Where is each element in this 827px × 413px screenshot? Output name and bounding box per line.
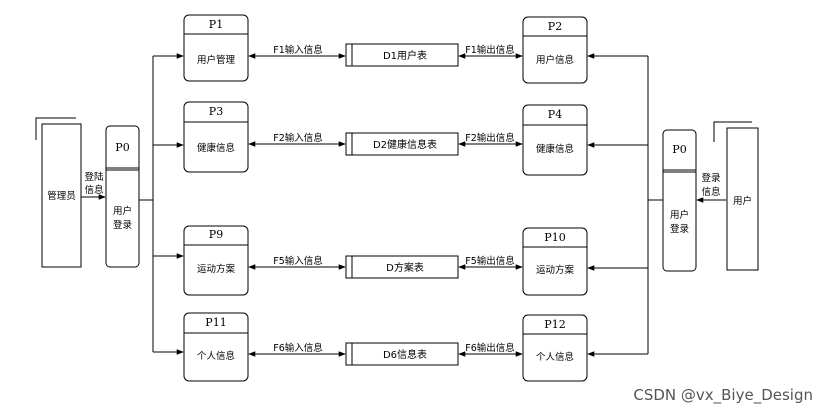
process-p10-id: P10 xyxy=(544,231,565,244)
flow-login-left-line2: 信息 xyxy=(84,184,103,196)
right-bus xyxy=(587,53,663,357)
process-p12: P12 个人信息 xyxy=(522,314,588,382)
process-p12-name: 个人信息 xyxy=(536,351,574,363)
flow-f6-out-label: F6输出信息 xyxy=(465,342,515,354)
store-d1: D1用户表 xyxy=(345,43,459,67)
process-p0-left-name-line2: 登录 xyxy=(113,220,133,231)
entity-user: 用户 xyxy=(713,121,759,271)
process-p10: P10 运动方案 xyxy=(522,227,588,296)
process-p11-id: P11 xyxy=(205,316,226,329)
process-p0-right-name-line2: 登录 xyxy=(670,224,690,235)
flow-login-left-line1: 登陆 xyxy=(84,171,104,183)
process-p0-right-id: P0 xyxy=(672,143,686,156)
process-p2: P2 用户信息 xyxy=(522,16,588,84)
process-p3-id: P3 xyxy=(209,105,223,118)
store-d2: D2健康信息表 xyxy=(345,132,459,156)
process-p4-id: P4 xyxy=(548,108,562,121)
process-p9: P9 运动方案 xyxy=(183,225,249,296)
process-p0-left-id: P0 xyxy=(115,141,129,154)
process-p2-name: 用户信息 xyxy=(536,54,574,66)
process-p12-id: P12 xyxy=(544,318,565,331)
flow-login-right-line1: 登录 xyxy=(701,173,721,184)
entity-admin-label: 管理员 xyxy=(47,190,76,202)
flow-f1-out-label: F1输出信息 xyxy=(465,44,515,56)
process-p4-name: 健康信息 xyxy=(536,143,574,155)
watermark: CSDN @vx_Biye_Design xyxy=(633,386,813,405)
process-p9-name: 运动方案 xyxy=(197,263,236,275)
store-d6-label: D6信息表 xyxy=(383,348,427,361)
store-d2-label: D2健康信息表 xyxy=(373,138,437,151)
flow-login-right-line2: 信息 xyxy=(701,186,720,198)
process-p0-left-name-line1: 用户 xyxy=(113,205,132,217)
process-p9-id: P9 xyxy=(209,228,223,241)
left-bus xyxy=(139,53,184,355)
process-p1: P1 用户管理 xyxy=(183,14,249,82)
flow-f5-out-label: F5输出信息 xyxy=(465,255,515,267)
process-p0-left: P0 用户 登录 xyxy=(105,125,140,268)
flow-f2-out-label: F2输出信息 xyxy=(465,132,515,144)
process-p1-id: P1 xyxy=(209,18,223,31)
process-p3: P3 健康信息 xyxy=(183,101,249,173)
process-p3-name: 健康信息 xyxy=(197,142,235,154)
flow-f2-in-label: F2输入信息 xyxy=(273,132,323,144)
flow-f1-in-label: F1输入信息 xyxy=(273,44,323,56)
process-p10-name: 运动方案 xyxy=(536,264,575,276)
store-d6: D6信息表 xyxy=(345,342,459,366)
process-p0-right-name-line1: 用户 xyxy=(670,209,689,221)
store-d5: D方案表 xyxy=(345,255,459,279)
flow-f6-in-label: F6输入信息 xyxy=(273,342,323,354)
process-p11-name: 个人信息 xyxy=(197,350,235,362)
flow-f5-in-label: F5输入信息 xyxy=(273,255,323,267)
entity-admin: 管理员 xyxy=(35,117,82,268)
process-p11: P11 个人信息 xyxy=(183,312,249,382)
store-d1-label: D1用户表 xyxy=(383,49,427,62)
entity-user-label: 用户 xyxy=(733,195,752,207)
process-p2-id: P2 xyxy=(548,20,562,33)
process-p1-name: 用户管理 xyxy=(197,54,236,66)
process-p0-right: P0 用户 登录 xyxy=(662,129,697,272)
process-p4: P4 健康信息 xyxy=(522,104,588,176)
store-d5-label: D方案表 xyxy=(386,261,424,274)
